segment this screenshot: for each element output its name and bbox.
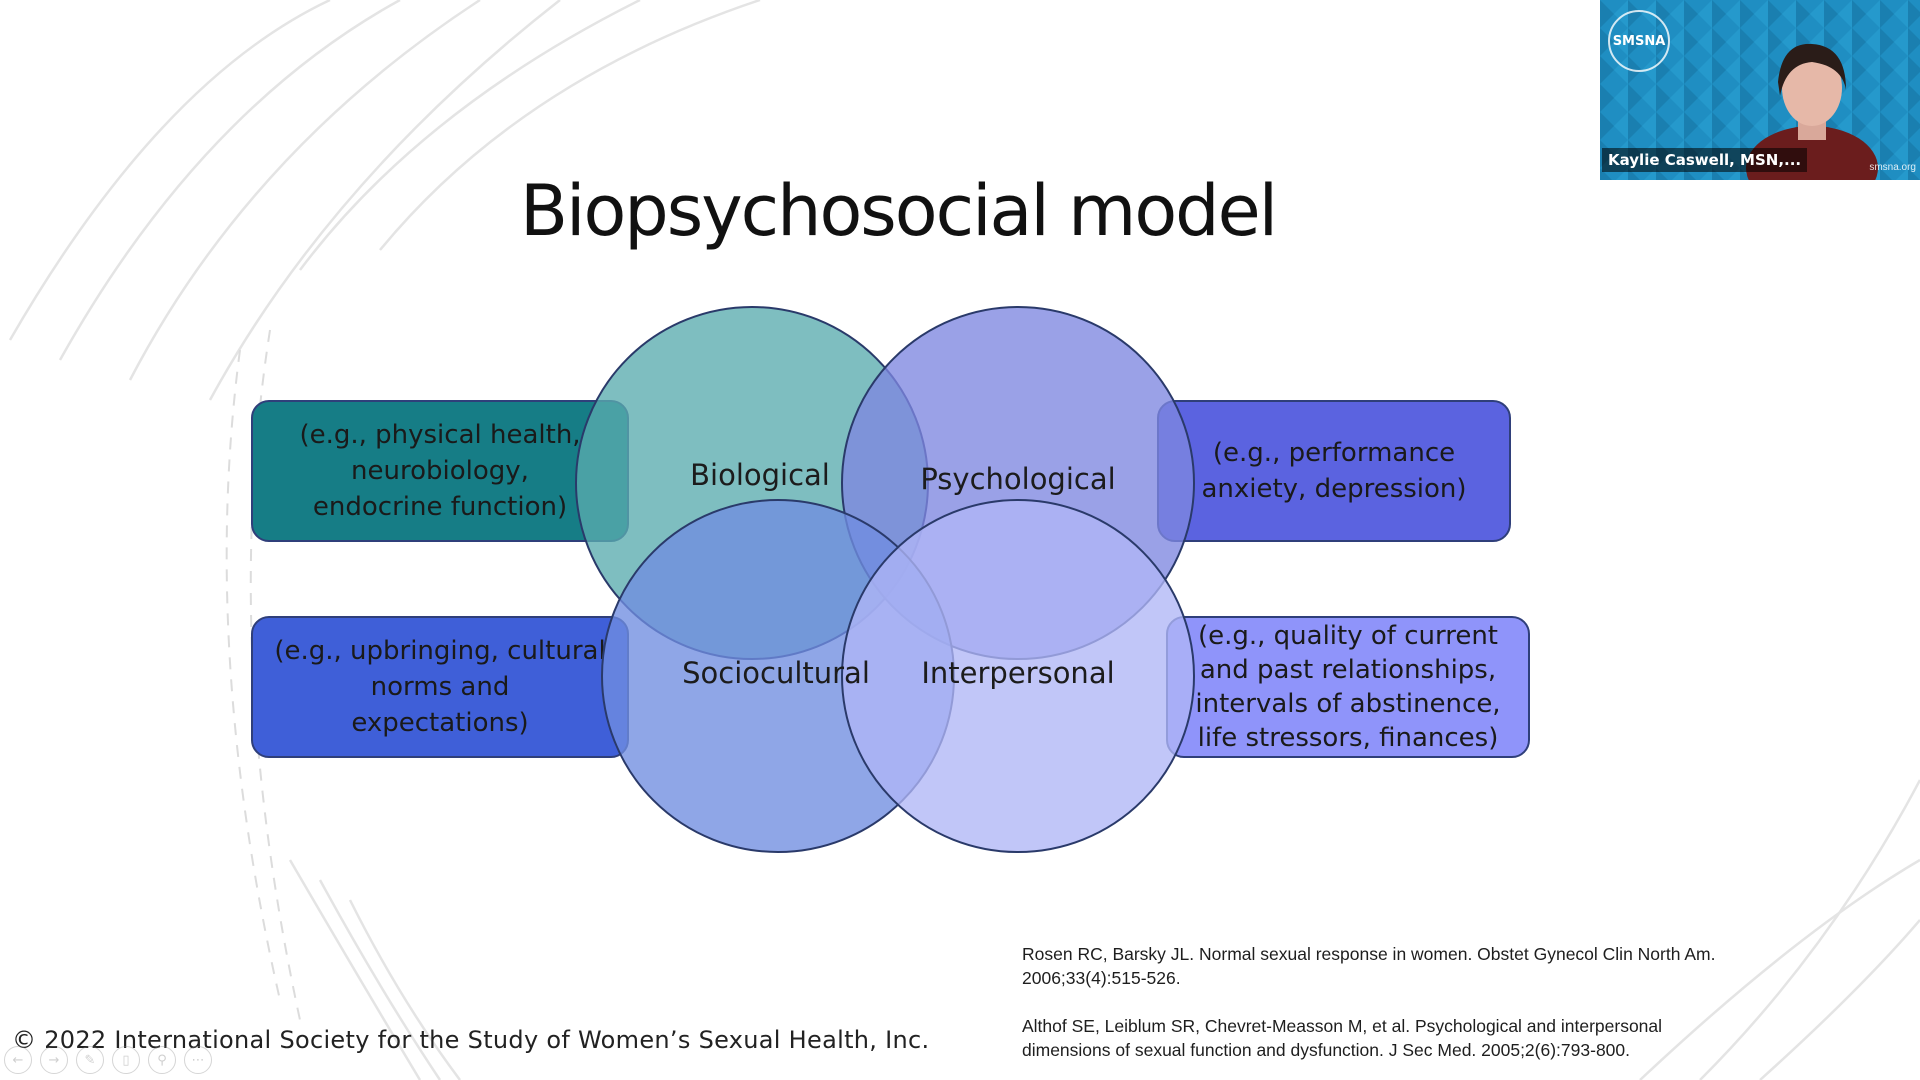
reference-2: Althof SE, Leiblum SR, Chevret-Measson M…: [1022, 1016, 1663, 1060]
pen-icon[interactable]: ✎: [76, 1046, 104, 1074]
presentation-toolbar: ← → ✎ ▯ ⚲ ⋯: [4, 1046, 212, 1074]
psychological-examples-box: (e.g., performance anxiety, depression): [1157, 400, 1511, 542]
interpersonal-example-line: life stressors, finances): [1197, 723, 1499, 753]
sociocultural-example-line: expectations): [351, 708, 529, 738]
zoom-icon[interactable]: ⚲: [148, 1046, 176, 1074]
interpersonal-examples-text: (e.g., quality of current and past relat…: [1195, 619, 1500, 755]
biological-example-line: neurobiology,: [351, 456, 529, 486]
slide-title: Biopsychosocial model: [520, 170, 1278, 252]
psychological-example-line: (e.g., performance: [1212, 438, 1456, 468]
biological-example-line: endocrine function): [312, 492, 568, 522]
sociocultural-examples-text: (e.g., upbringing, cultural norms and ex…: [274, 633, 605, 741]
interpersonal-label: Interpersonal: [921, 656, 1115, 690]
biological-examples-text: (e.g., physical health, neurobiology, en…: [299, 417, 580, 525]
interpersonal-examples-box: (e.g., quality of current and past relat…: [1166, 616, 1530, 758]
forward-icon[interactable]: →: [40, 1046, 68, 1074]
sociocultural-example-line: norms and: [370, 672, 510, 702]
interpersonal-example-line: and past relationships,: [1199, 655, 1497, 685]
sociocultural-example-line: (e.g., upbringing, cultural: [274, 636, 606, 666]
more-icon[interactable]: ⋯: [184, 1046, 212, 1074]
participant-name: Kaylie Caswell, MSN,...: [1602, 148, 1808, 172]
copy-icon[interactable]: ▯: [112, 1046, 140, 1074]
psychological-label: Psychological: [920, 462, 1116, 496]
interpersonal-example-line: (e.g., quality of current: [1197, 621, 1498, 651]
sociocultural-label: Sociocultural: [682, 656, 870, 690]
site-watermark: smsna.org: [1869, 162, 1916, 173]
back-icon[interactable]: ←: [4, 1046, 32, 1074]
smsna-logo: SMSNA: [1608, 10, 1670, 72]
sociocultural-examples-box: (e.g., upbringing, cultural norms and ex…: [251, 616, 629, 758]
psychological-examples-text: (e.g., performance anxiety, depression): [1201, 435, 1466, 507]
interpersonal-circle: [841, 499, 1195, 853]
reference-1: Rosen RC, Barsky JL. Normal sexual respo…: [1022, 944, 1716, 988]
speaker-video-tile[interactable]: SMSNA Kaylie Caswell, MSN,... smsna.org: [1600, 0, 1920, 180]
biological-label: Biological: [690, 458, 830, 492]
biological-example-line: (e.g., physical health,: [299, 420, 581, 450]
psychological-example-line: anxiety, depression): [1201, 474, 1467, 504]
interpersonal-example-line: intervals of abstinence,: [1195, 689, 1501, 719]
